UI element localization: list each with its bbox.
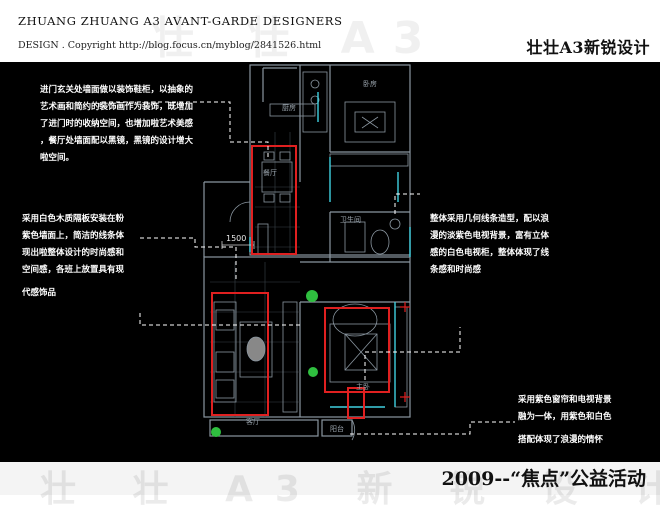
dimension-label: 1500 — [226, 234, 246, 243]
note-partition: 采用白色木质隔板安装在粉 紫色墙面上，简洁的线条体 现出啦整体设计的时尚感和 空… — [22, 211, 152, 302]
note-line: 紫色墙面上，简洁的线条体 — [22, 231, 125, 241]
room-label-bedroom: 主卧 — [356, 382, 370, 391]
living-furniture — [213, 301, 298, 413]
copyright-text: DESIGN . Copyright http://blog.focus.cn/… — [18, 40, 322, 51]
note-line: 进门玄关处墙面做以装饰鞋柜，以抽象的 — [40, 85, 194, 95]
plant-icons — [211, 290, 318, 437]
floor-plan-drawing: 厨房 卧房 卫生间 餐厅 主卧 客厅 阳台 1500 — [99, 64, 515, 441]
floor-plan-canvas: 厨房 卧房 卫生间 餐厅 主卧 客厅 阳台 1500 进门玄关处墙面做以装饰鞋柜… — [0, 62, 660, 462]
note-line: ，餐厅处墙面配以黑镜，黑镜的设计增大 — [40, 136, 194, 146]
door-swings — [229, 201, 356, 441]
watermark: 壮 壮 A3 — [150, 13, 442, 64]
note-line: 感的白色电视柜，整体体现了线 — [430, 248, 550, 258]
note-line: 融为一体，用紫色和白色 — [518, 412, 612, 422]
note-line: 啦空间。 — [40, 153, 75, 163]
marker-ticks — [400, 302, 410, 402]
room-label-bathroom: 卫生间 — [340, 215, 361, 224]
room-label-kitchen: 厨房 — [282, 103, 296, 112]
brand-title-en: ZHUANG ZHUANG A3 AVANT-GARDE DESIGNERS — [18, 14, 343, 28]
note-line: 搭配体现了浪漫的情怀 — [518, 435, 604, 445]
note-line: 现出啦整体设计的时尚感和 — [22, 248, 125, 258]
highlight-boxes — [211, 145, 390, 419]
note-tv-wall: 整体采用几何线条造型，配以浪 漫的淡紫色电视背景，富有立体 感的白色电视柜，整体… — [430, 211, 580, 279]
brand-title-cn: 壮壮A3新锐设计 — [526, 38, 650, 57]
walls — [203, 64, 411, 437]
callout-leaders — [99, 101, 515, 435]
note-curtain: 采用紫色窗帘和电视背景 融为一体，用紫色和白色 搭配体现了浪漫的情怀 — [518, 392, 628, 449]
bathroom-fixtures — [344, 218, 401, 255]
room-label-bedroom-top: 卧房 — [363, 79, 377, 88]
bedroom-top-furniture — [329, 101, 409, 167]
note-entrance: 进门玄关处墙面做以装饰鞋柜，以抽象的 艺术画和简约的装饰画作为装饰，既增加 了进… — [40, 82, 240, 167]
note-line: 采用白色木质隔板安装在粉 — [22, 214, 125, 224]
dimension-line — [221, 241, 255, 249]
window-accents — [211, 92, 411, 408]
footer-title: 2009--“焦点”公益活动 — [441, 468, 646, 490]
floor-tiles — [210, 132, 300, 417]
note-line: 艺术画和简约的装饰画作为装饰，既增加 — [40, 102, 194, 112]
footer-banner: 壮 壮 A3 新 锐 设 计 2009--“焦点”公益活动 — [0, 462, 660, 510]
note-line: 条感和时尚感 — [430, 265, 482, 275]
room-label-dining: 餐厅 — [263, 168, 277, 177]
header-banner: 壮 壮 A3 ZHUANG ZHUANG A3 AVANT-GARDE DESI… — [0, 0, 660, 64]
room-label-living: 客厅 — [246, 417, 260, 426]
kitchen-fixtures — [269, 71, 328, 133]
note-line: 了进门时的收纳空间，也增加啦艺术美感 — [40, 119, 194, 129]
room-label-balcony: 阳台 — [330, 424, 344, 433]
note-line: 漫的淡紫色电视背景，富有立体 — [430, 231, 550, 241]
note-line: 代感饰品 — [22, 288, 57, 298]
note-line: 采用紫色窗帘和电视背景 — [518, 395, 612, 405]
note-line: 空间感，各班上放置具有现 — [22, 265, 125, 275]
note-line: 整体采用几何线条造型，配以浪 — [430, 214, 550, 224]
